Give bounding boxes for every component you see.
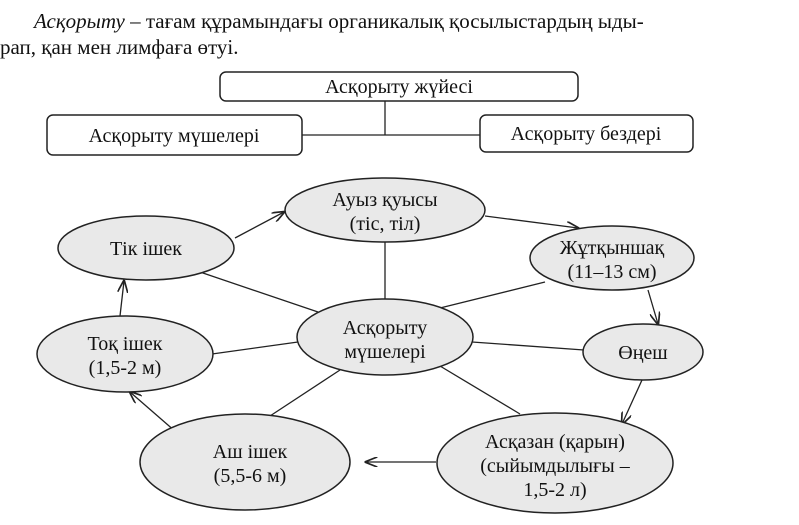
colon-line-1: Тоқ ішек	[88, 333, 163, 355]
root-label: Асқорыту жүйесі	[325, 76, 473, 98]
stomach-line-3: 1,5-2 л)	[523, 479, 586, 501]
spokes	[199, 242, 585, 417]
node-mouth: Ауыз қуысы (тіс, тіл)	[284, 177, 486, 243]
mouth-line-2: (тіс, тіл)	[350, 213, 421, 235]
rectum-label: Тік ішек	[110, 238, 182, 260]
glands-label: Асқорыту бездері	[511, 123, 662, 145]
stomach-line-2: (сыйымдылығы –	[480, 455, 630, 477]
node-center: Асқорыту мүшелері	[296, 298, 474, 376]
small-intestine-line-1: Аш ішек	[213, 441, 288, 463]
organs-label: Асқорыту мүшелері	[89, 125, 260, 147]
center-line-2: мүшелері	[344, 341, 426, 363]
small-intestine-line-2: (5,5-6 м)	[214, 465, 287, 487]
node-colon: Тоқ ішек (1,5-2 м)	[36, 315, 214, 393]
pharynx-line-2: (11–13 см)	[567, 261, 656, 283]
root-box: Асқорыту жүйесі	[219, 71, 579, 102]
svg-text:мүшелері: мүшелері	[344, 341, 426, 363]
node-pharynx: Жұтқыншақ (11–13 см)	[529, 225, 695, 291]
glands-box: Асқорыту бездері	[479, 114, 694, 153]
node-stomach: Асқазан (қарын) (сыйымдылығы – 1,5-2 л)	[436, 412, 674, 514]
definition-term: Асқорыту	[34, 9, 125, 33]
node-small-intestine: Аш ішек (5,5-6 м)	[139, 413, 351, 511]
node-esophagus: Өңеш	[582, 323, 704, 381]
stomach-line-1: Асқазан (қарын)	[485, 431, 625, 453]
pharynx-line-1: Жұтқыншақ	[560, 237, 665, 259]
svg-text:Асқорыту: Асқорыту	[343, 317, 427, 339]
node-rectum: Тік ішек	[57, 215, 235, 281]
center-line-1: Асқорыту	[343, 317, 427, 339]
colon-line-2: (1,5-2 м)	[89, 357, 162, 379]
definition-paragraph: Асқорыту – тағам құрамындағы органикалық…	[0, 8, 790, 60]
flow-arrows	[120, 212, 658, 462]
organs-box: Асқорыту мүшелері	[46, 114, 303, 156]
mouth-line-1: Ауыз қуысы	[332, 189, 437, 211]
esophagus-label: Өңеш	[618, 342, 668, 364]
definition-text-1: – тағам құрамындағы органикалық қосылыст…	[124, 9, 644, 33]
definition-text-2: рап, қан мен лимфаға өтуі.	[0, 35, 239, 59]
hierarchy-connectors	[302, 101, 480, 136]
